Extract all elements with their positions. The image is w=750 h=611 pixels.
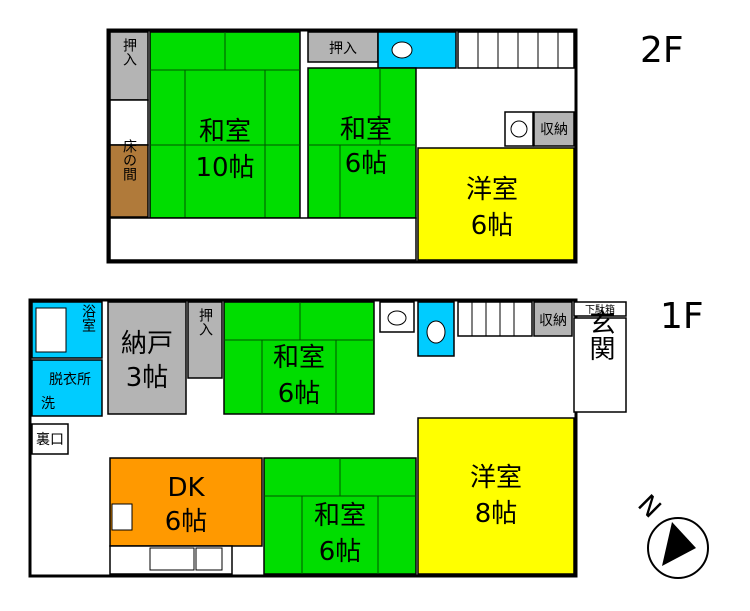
- lower-nando-name: 納戸: [121, 329, 173, 359]
- lower-dk-size: 6帖: [165, 507, 208, 537]
- lower-storage-label: 収納: [539, 313, 567, 329]
- upper-washitsu-small: [307, 67, 417, 219]
- upper-yoshitsu-name: 洋室: [466, 175, 518, 205]
- lower-genkan-label: 玄関: [585, 309, 615, 361]
- lower-dk-name: DK: [167, 473, 205, 503]
- upper-oshiire-left: [109, 31, 149, 101]
- upper-toilet: [377, 31, 457, 69]
- upper-yoshitsu: [417, 147, 575, 261]
- lower-stove: [111, 503, 133, 531]
- lower-dk: [109, 457, 263, 547]
- lower-getabako: [573, 301, 627, 317]
- lower-sen-label: 洗: [41, 396, 55, 412]
- lower-datsuijo-label: 脱衣所: [49, 372, 91, 388]
- upper-yoshitsu-size: 6帖: [471, 211, 514, 241]
- compass: N: [631, 489, 709, 579]
- lower-washitsu-bottom-name: 和室: [314, 501, 366, 531]
- lower-stairs: [457, 301, 533, 337]
- upper-stairs: [457, 31, 575, 69]
- upper-storage-label: 収納: [540, 122, 568, 138]
- lower-floor-outline: [28, 298, 578, 578]
- upper-floor: 押入 床の間 和室 10帖 押入: [106, 28, 684, 264]
- upper-toilet-bowl: [391, 41, 413, 59]
- lower-nando: [107, 301, 187, 415]
- upper-tokonoma-label: 床の間: [121, 139, 137, 182]
- upper-oshiire-left-label: 押入: [121, 38, 137, 66]
- upper-floor-label: 2F: [640, 30, 684, 71]
- lower-oshiire-label: 押入: [197, 308, 213, 336]
- lower-washitsu-mid-size: 6帖: [278, 379, 321, 409]
- lower-storage: [533, 301, 573, 337]
- lower-yoshitsu-name: 洋室: [470, 463, 522, 493]
- upper-storage: [533, 111, 575, 147]
- lower-datsuijo: [31, 359, 103, 417]
- compass-arrow: [662, 522, 696, 566]
- upper-washitsu-large-name: 和室: [199, 117, 251, 147]
- lower-yokushitsu-label: 浴室: [80, 304, 96, 332]
- lower-floor-label: 1F: [660, 296, 704, 337]
- lower-floor: 浴室 脱衣所 洗 裏口 納戸 3帖 押入 和室 6帖: [28, 296, 704, 578]
- upper-washitsu-small-size: 6帖: [345, 149, 388, 179]
- lower-oshiire: [187, 301, 223, 379]
- lower-genkan: [573, 317, 627, 413]
- lower-washitsu-bottom-size: 6帖: [319, 537, 362, 567]
- lower-uraguchi: [31, 423, 69, 455]
- upper-washitsu-small-name: 和室: [340, 115, 392, 145]
- lower-yoshitsu-size: 8帖: [475, 499, 518, 529]
- lower-uraguchi-label: 裏口: [36, 431, 64, 448]
- lower-washitsu-mid: [223, 301, 375, 415]
- upper-oshiire-top-label: 押入: [329, 41, 357, 57]
- lower-getabako-label: 下駄箱: [585, 303, 615, 316]
- lower-washitsu-mid-name: 和室: [273, 343, 325, 373]
- compass-north-label: N: [631, 489, 666, 524]
- upper-corridor: [109, 217, 417, 261]
- upper-tokonoma: [109, 144, 149, 218]
- lower-yoshitsu: [417, 417, 575, 575]
- lower-nando-size: 3帖: [126, 363, 169, 393]
- upper-washitsu-large-size: 10帖: [195, 153, 254, 183]
